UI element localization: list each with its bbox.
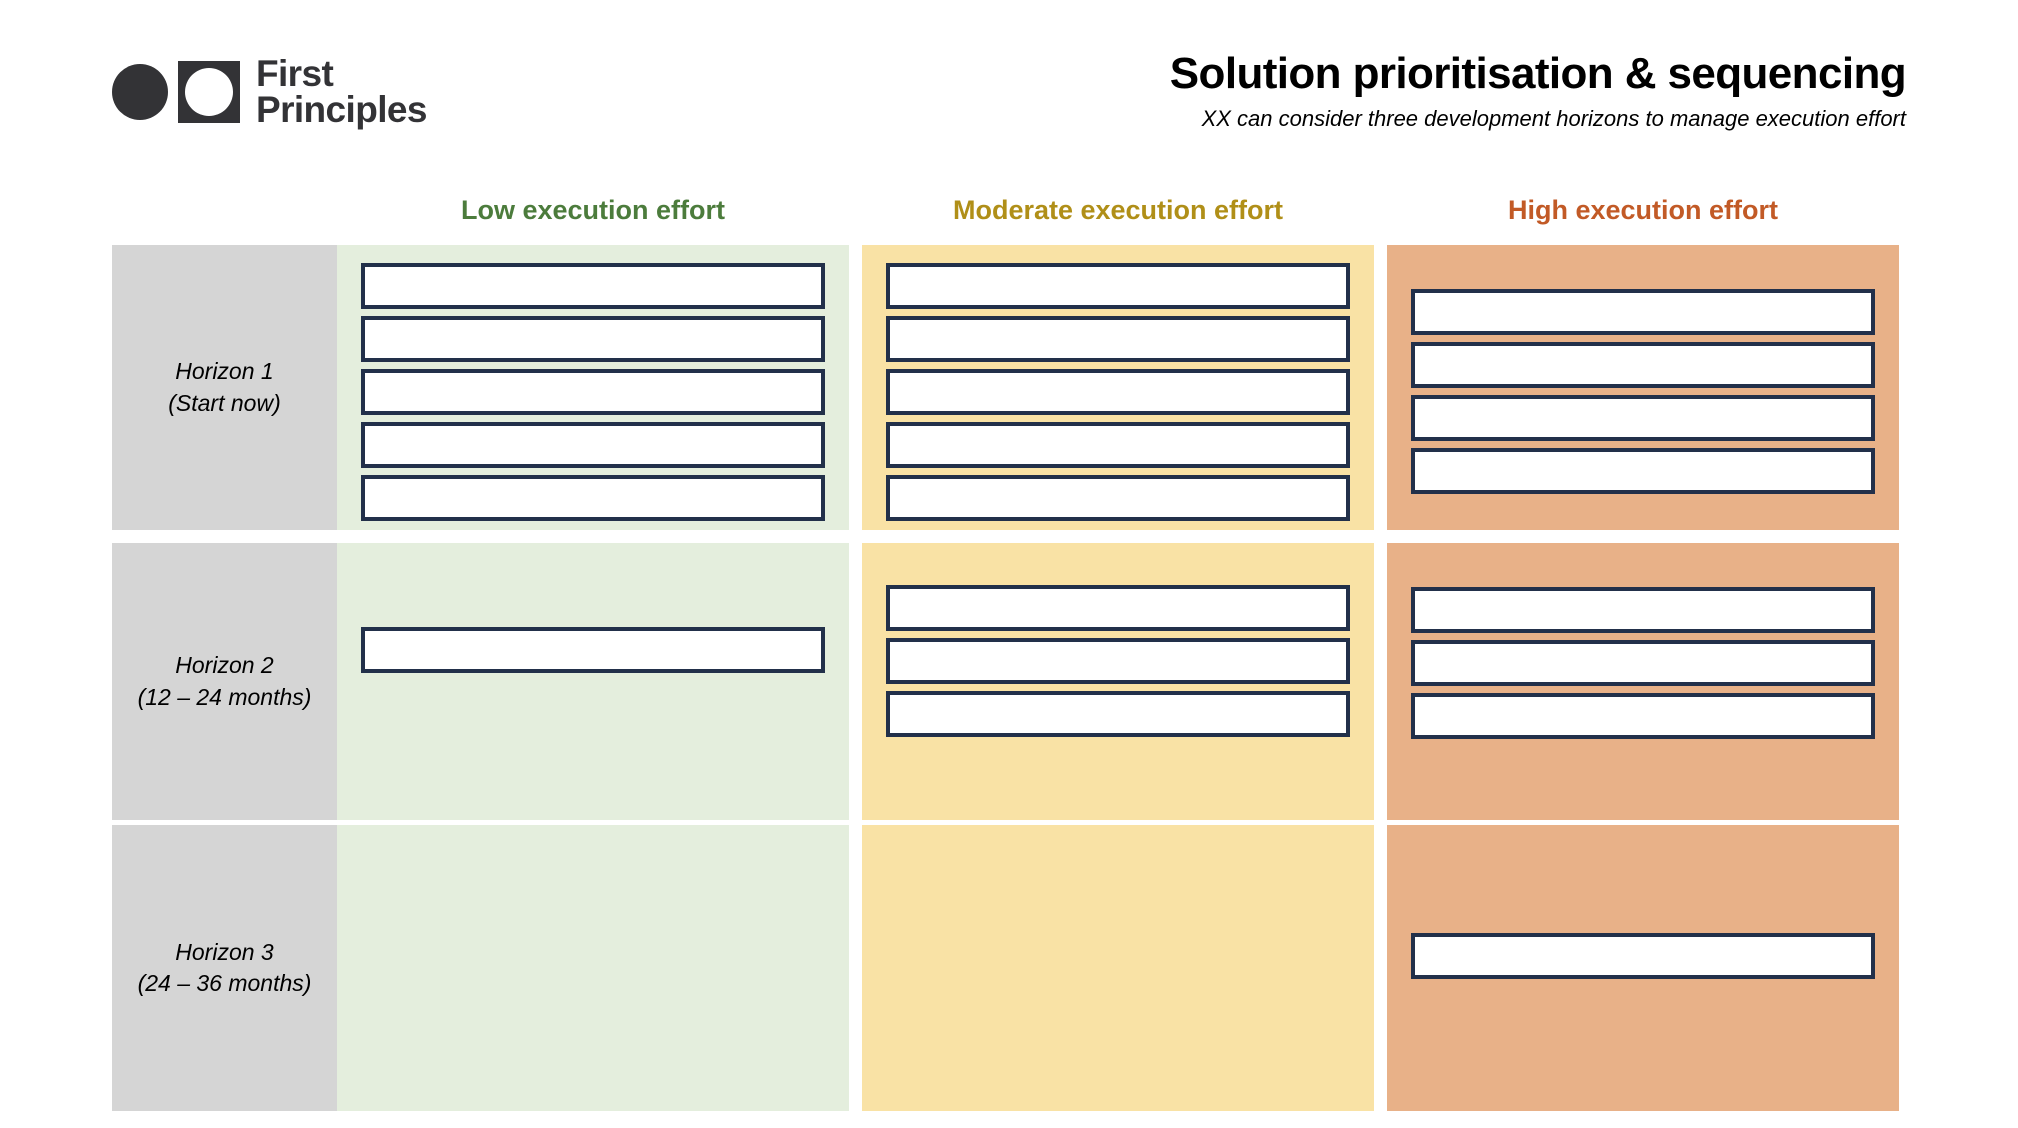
solution-card[interactable]: [1411, 693, 1875, 739]
solution-card[interactable]: [886, 422, 1350, 468]
solution-card[interactable]: [1411, 933, 1875, 979]
brand-name: First Principles: [256, 53, 427, 130]
row-label-timeframe: (24 – 36 months): [137, 970, 312, 996]
row-label-text: Horizon 3 (24 – 36 months): [138, 937, 312, 999]
solution-card[interactable]: [1411, 640, 1875, 686]
solution-card[interactable]: [886, 263, 1350, 309]
title-block: Solution prioritisation & sequencing XX …: [1169, 49, 1907, 132]
row-label-timeframe: (12 – 24 months): [137, 683, 312, 710]
matrix-cell-horizon-1-low[interactable]: [337, 245, 849, 530]
solution-card[interactable]: [1411, 289, 1875, 335]
brand-logo: First Principles: [112, 53, 427, 130]
brand-name-line2: Principles: [256, 88, 427, 130]
row-label-title: Horizon 1: [175, 358, 274, 385]
matrix-cell-horizon-1-high[interactable]: [1387, 245, 1899, 530]
solution-card[interactable]: [361, 369, 825, 415]
column-header-high: High execution effort: [1507, 195, 1778, 225]
logo-mark: [112, 60, 240, 123]
solution-card[interactable]: [1411, 448, 1875, 494]
row-label-title: Horizon 3: [175, 938, 274, 965]
solution-card[interactable]: [886, 585, 1350, 631]
matrix-cell-horizon-2-low[interactable]: [337, 543, 849, 820]
matrix-cell-horizon-3-high[interactable]: [1387, 825, 1899, 1111]
matrix-cell-horizon-3-moderate[interactable]: [862, 825, 1374, 1111]
row-label-text: Horizon 2 (12 – 24 months): [138, 650, 312, 712]
solution-card[interactable]: [1411, 342, 1875, 388]
inner-circle-icon: [185, 67, 233, 116]
solution-card[interactable]: [361, 422, 825, 468]
column-header-moderate: Moderate execution effort: [952, 195, 1284, 225]
matrix-cell-horizon-2-moderate[interactable]: [862, 543, 1374, 820]
matrix-row-horizon-1: Horizon 1 (Start now): [112, 245, 1899, 530]
filled-circle-icon: [112, 63, 168, 120]
matrix-row-horizon-3: Horizon 3 (24 – 36 months): [112, 825, 1899, 1111]
solution-card[interactable]: [886, 638, 1350, 684]
column-header-row: Low execution effort Moderate execution e…: [0, 195, 2018, 237]
solution-card[interactable]: [1411, 395, 1875, 441]
solution-card[interactable]: [886, 369, 1350, 415]
row-label-text: Horizon 1 (Start now): [168, 356, 280, 418]
row-label-horizon-2: Horizon 2 (12 – 24 months): [112, 543, 337, 820]
row-label-horizon-3: Horizon 3 (24 – 36 months): [112, 825, 337, 1111]
solution-card[interactable]: [361, 316, 825, 362]
page-title: Solution prioritisation & sequencing: [1169, 49, 1907, 98]
matrix-cell-horizon-1-moderate[interactable]: [862, 245, 1374, 530]
matrix-cell-horizon-3-low[interactable]: [337, 825, 849, 1111]
square-with-circle-icon: [178, 60, 240, 123]
page-subtitle: XX can consider three development horizo…: [1201, 106, 1906, 132]
solution-card[interactable]: [886, 316, 1350, 362]
solution-card[interactable]: [361, 263, 825, 309]
row-label-timeframe: (Start now): [168, 389, 281, 416]
matrix-cell-horizon-2-high[interactable]: [1387, 543, 1899, 820]
solution-card[interactable]: [886, 475, 1350, 521]
row-label-horizon-1: Horizon 1 (Start now): [112, 245, 337, 530]
solution-card[interactable]: [361, 627, 825, 673]
solution-card[interactable]: [886, 691, 1350, 737]
brand-name-line1: First: [256, 53, 334, 94]
solution-card[interactable]: [1411, 587, 1875, 633]
row-label-title: Horizon 2: [175, 652, 274, 679]
column-header-low: Low execution effort: [460, 195, 725, 225]
matrix-row-horizon-2: Horizon 2 (12 – 24 months): [112, 543, 1899, 820]
solution-card[interactable]: [361, 475, 825, 521]
page-header: First Principles Solution prioritisation…: [0, 0, 2018, 170]
